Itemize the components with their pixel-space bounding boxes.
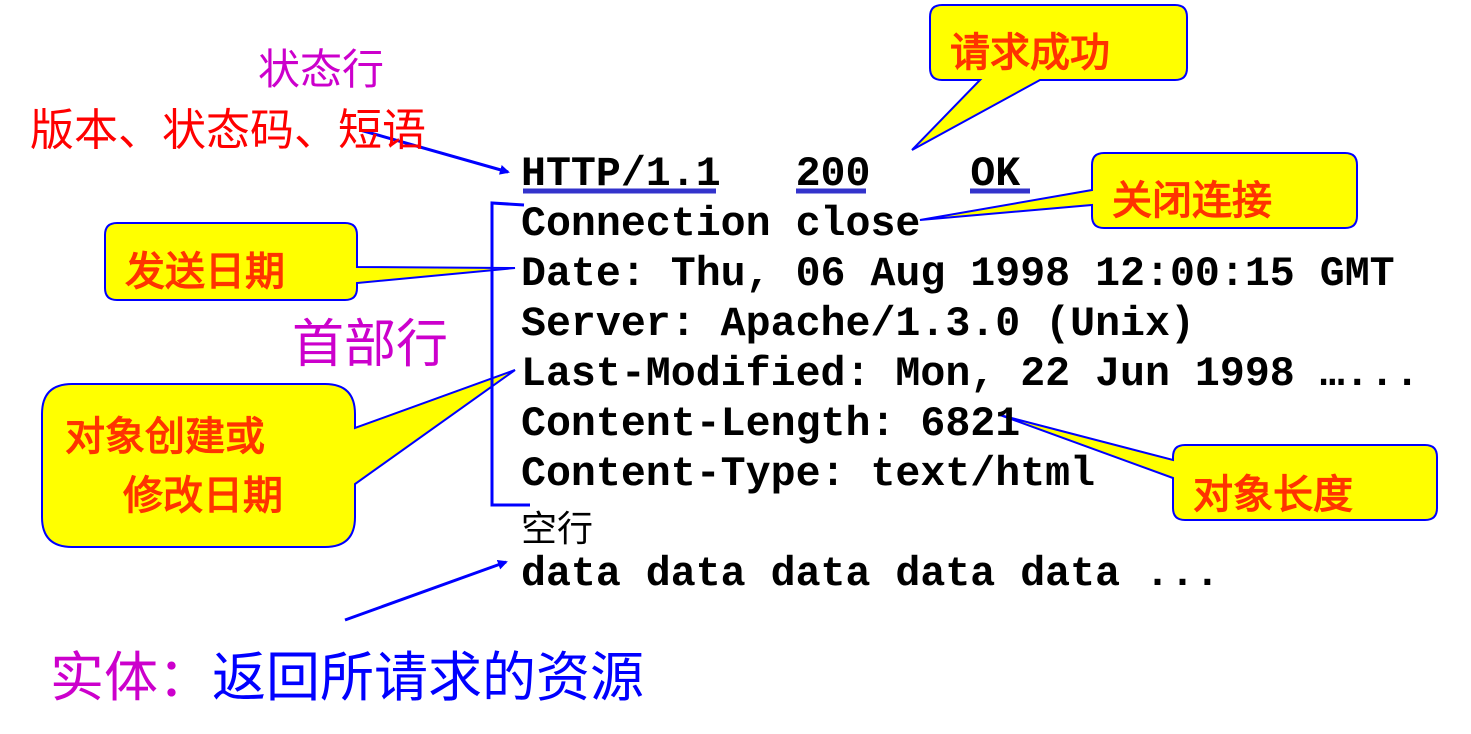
status-parts-label: 版本、状态码、短语: [30, 105, 426, 156]
header-lines-label: 首部行: [292, 315, 449, 375]
callout-send-date-bubble: [104, 222, 516, 301]
header-bracket: [490, 201, 530, 507]
blank-line-label: 空行: [521, 509, 594, 550]
header-date: Date: Thu, 06 Aug 1998 12:00:15 GMT: [521, 251, 1395, 298]
entity-prefix: 实体：: [50, 646, 212, 709]
header-content-type: Content-Type: text/html: [521, 451, 1096, 498]
status-arrow: [359, 128, 510, 175]
entity-arrow: [344, 560, 508, 622]
header-last-modified: Last-Modified: Mon, 22 Jun 1998 …...: [521, 351, 1420, 398]
callout-send-date-text: 发送日期: [125, 248, 285, 295]
entity-label: 实体：返回所请求的资源: [50, 633, 644, 712]
callout-close-text: 关闭连接: [1112, 177, 1272, 224]
status-line: HTTP/1.1 200 OK: [521, 150, 1020, 200]
callout-modified-text-2: 修改日期: [123, 472, 283, 519]
status-phrase: OK: [970, 151, 1021, 198]
callout-success-text: 请求成功: [950, 29, 1110, 76]
http-version: HTTP/1.1: [521, 151, 721, 198]
response-body: data data data data data ...: [521, 551, 1220, 598]
header-connection: Connection close: [521, 201, 921, 248]
entity-description: 返回所请求的资源: [212, 646, 644, 709]
callout-modified-text-1: 对象创建或: [65, 413, 265, 460]
header-content-length: Content-Length: 6821: [521, 401, 1021, 448]
callout-close-bubble: [919, 152, 1358, 229]
callout-modified-bubble: [41, 369, 516, 548]
header-server: Server: Apache/1.3.0 (Unix): [521, 301, 1195, 348]
callout-length-text: 对象长度: [1193, 471, 1353, 518]
status-code: 200: [795, 151, 871, 198]
status-line-label: 状态行: [258, 45, 385, 94]
callout-length-bubble: [999, 414, 1438, 521]
callout-success-bubble: [911, 4, 1188, 151]
